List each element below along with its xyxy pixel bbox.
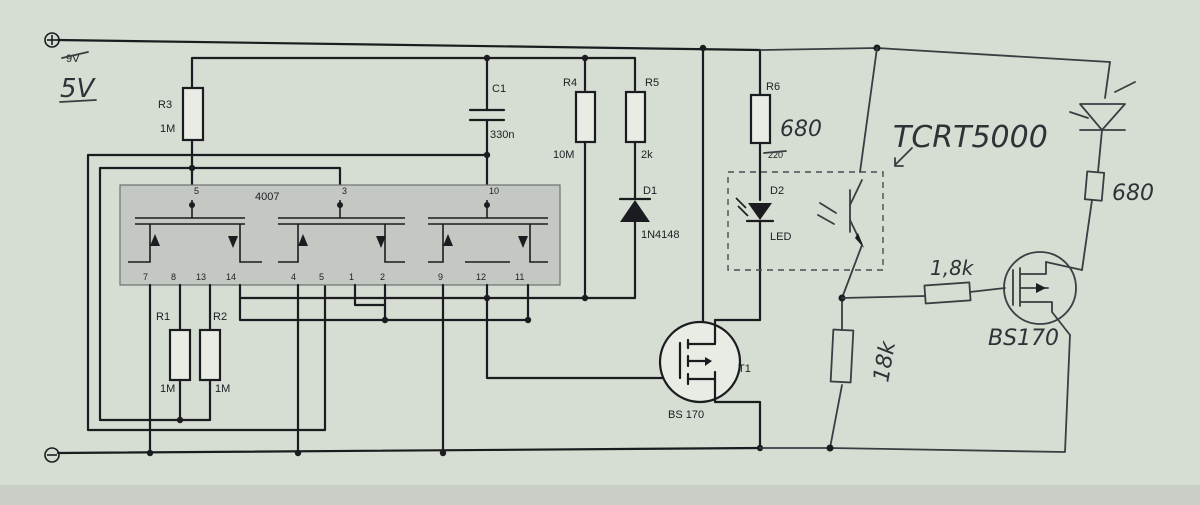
r6-value-handwritten: 680: [780, 117, 822, 142]
chip-pin-3: 3: [342, 186, 347, 196]
top-distribution-wire: [190, 44, 707, 315]
mosfet-bs170-handwritten: [1003, 251, 1083, 336]
resistor-1k8: [923, 281, 1006, 305]
chip-pin-7: 7: [143, 272, 148, 282]
led-d2: [735, 197, 775, 322]
r6-name: R6: [766, 81, 780, 93]
r1-value: 1M: [160, 383, 175, 395]
r3-value: 1M: [160, 123, 175, 135]
r-top-right-label: 680: [1112, 181, 1154, 206]
resistor-r3: [181, 86, 205, 192]
paper-edge: [0, 485, 1200, 505]
chip-pin-13: 13: [196, 272, 206, 282]
r-gate-label: 1,8k: [930, 256, 975, 280]
transistor-t1: [658, 318, 764, 452]
positive-terminal: [44, 32, 60, 48]
resistor-r5: [624, 90, 647, 200]
chip-pin-2: 2: [380, 272, 385, 282]
diode-d1: [238, 197, 652, 302]
sensor-label: TCRT5000: [893, 120, 1048, 155]
chip-pin-4: 4: [291, 272, 296, 282]
negative-terminal: [44, 447, 60, 463]
r2-value: 1M: [215, 383, 230, 395]
c1-value: 330n: [490, 129, 514, 141]
chip-pin-8: 8: [171, 272, 176, 282]
capacitor-c1: [468, 96, 506, 192]
resistor-r4: [574, 90, 597, 300]
t1-name: T1: [738, 363, 751, 375]
r4-value: 10M: [553, 149, 574, 161]
r3-name: R3: [158, 99, 172, 111]
feedback-wire: [98, 166, 342, 422]
chip-pin-5a: 5: [194, 186, 199, 196]
chip-pin-9: 9: [438, 272, 443, 282]
chip-pin-10: 10: [489, 186, 499, 196]
chip-pin-14: 14: [226, 272, 236, 282]
r1-name: R1: [156, 311, 170, 323]
d1-name: D1: [643, 185, 657, 197]
d2-name: D2: [770, 185, 784, 197]
resistor-18k: [829, 328, 855, 384]
mosfet-label: BS170: [988, 326, 1059, 351]
resistor-r1: [168, 328, 192, 424]
resistor-r6: [749, 48, 772, 202]
r5-name: R5: [645, 77, 659, 89]
supply-rails: [44, 32, 762, 463]
d2-value: LED: [770, 231, 791, 243]
chip-pin-wiring: [146, 283, 705, 457]
photoresistor: [1069, 81, 1136, 173]
d1-value: 1N4148: [641, 229, 680, 241]
chip-name: 4007: [255, 191, 279, 203]
cap-wire: [86, 153, 489, 432]
t1-value: BS 170: [668, 409, 704, 421]
c1-name: C1: [492, 83, 506, 95]
r5-value: 2k: [641, 149, 653, 161]
supply-label-handwritten: 5V: [60, 74, 97, 104]
resistor-r2: [178, 328, 222, 422]
chip-pin-11: 11: [515, 272, 524, 282]
r6-value-printed: 220: [768, 150, 783, 160]
chip-pin-12: 12: [476, 272, 486, 282]
chip-4007: [119, 184, 561, 286]
chip-pin-1: 1: [349, 272, 354, 282]
r4-name: R4: [563, 77, 577, 89]
resistor-680-right: [1081, 170, 1106, 271]
chip-pin-5b: 5: [319, 272, 324, 282]
r-bottom-label: 18k: [869, 338, 901, 384]
handwritten-circuit-wires: [759, 44, 1111, 453]
r2-name: R2: [213, 311, 227, 323]
